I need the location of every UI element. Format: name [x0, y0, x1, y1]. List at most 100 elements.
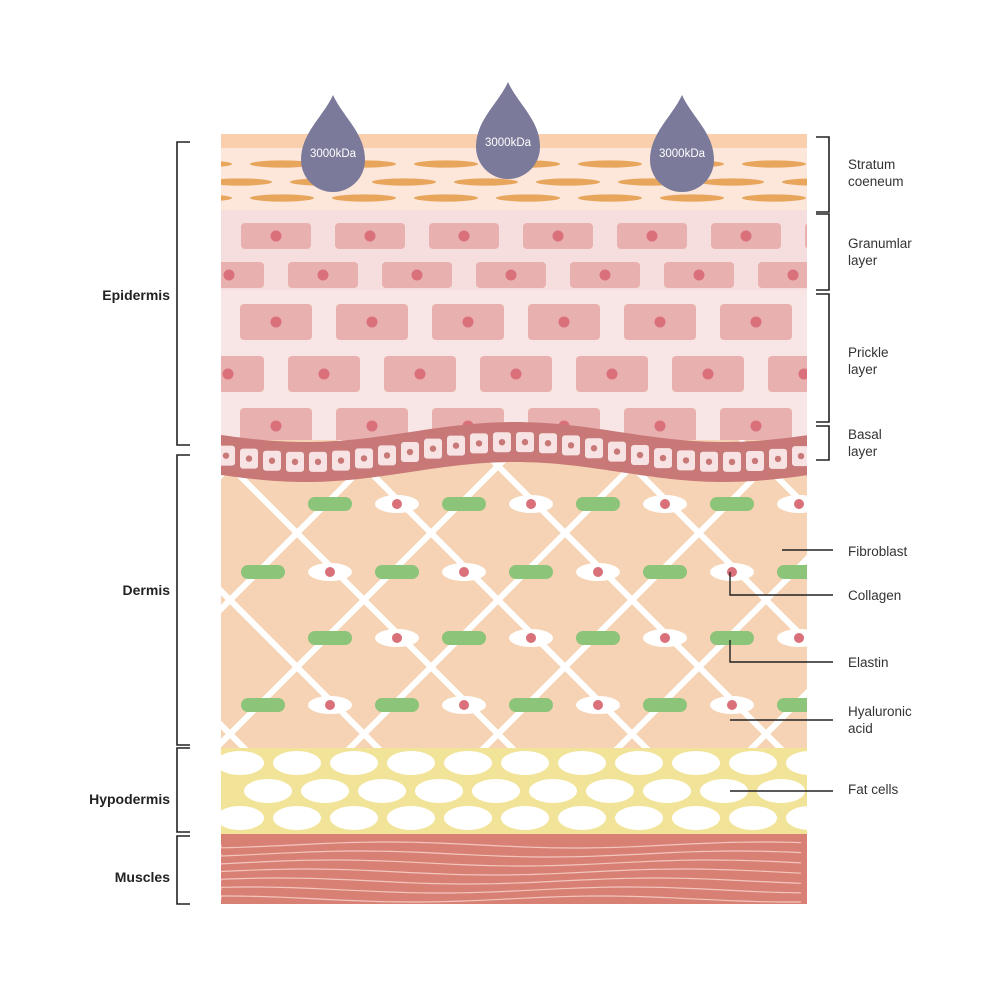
fat-cell: [330, 751, 378, 775]
collagen-fiber: [844, 497, 888, 511]
fat-cell: [615, 806, 663, 830]
fibroblast-cell: [911, 495, 955, 513]
muscle-fiber: [221, 895, 801, 903]
fat-cell: [643, 779, 691, 803]
basal-nucleus: [498, 438, 506, 446]
fibroblast-cell: [911, 629, 955, 647]
epidermis-bracket: [176, 141, 190, 446]
fibroblast-cell: [844, 563, 888, 581]
cell-nucleus: [366, 316, 378, 328]
fibroblast-nucleus: [593, 700, 603, 710]
collagen-fiber: [442, 497, 486, 511]
fat-cell: [729, 806, 777, 830]
keratin-cell: [536, 178, 600, 186]
collagen-fiber: [576, 631, 620, 645]
fibroblast-nucleus: [794, 633, 804, 643]
drop-label: 3000kDa: [659, 148, 706, 160]
cell-nucleus: [558, 316, 570, 328]
fiber-line: [0, 440, 122, 760]
cell-nucleus: [223, 269, 235, 281]
hyaluronic-label-line2: acid: [848, 721, 873, 736]
fat-cell: [786, 751, 807, 775]
drop-label: 3000kDa: [485, 137, 532, 149]
collagen-fiber: [911, 565, 955, 579]
fat-cell: [444, 751, 492, 775]
fat-cell: [330, 806, 378, 830]
basal-nucleus: [567, 442, 575, 449]
cell-nucleus: [364, 230, 376, 242]
muscle-layer: [221, 834, 807, 904]
fibroblast-nucleus: [392, 633, 402, 643]
fiber-line: [221, 720, 251, 750]
basal-nucleus: [751, 457, 759, 465]
fat-cell: [221, 751, 264, 775]
fat-cell: [444, 806, 492, 830]
basal-nucleus: [268, 457, 276, 464]
drop-label: 3000kDa: [310, 148, 357, 160]
fat-cell: [387, 751, 435, 775]
fibroblast-nucleus: [660, 633, 670, 643]
fat-cell: [672, 806, 720, 830]
keratin-cell: [454, 178, 518, 186]
cell-nucleus: [798, 368, 807, 380]
collagen-fiber: [844, 631, 888, 645]
cell-nucleus: [787, 269, 799, 281]
muscle-fiber: [221, 841, 802, 849]
fat-cell: [472, 779, 520, 803]
cell-nucleus: [599, 269, 611, 281]
cell-nucleus: [222, 368, 234, 380]
collagen-leader: [729, 572, 833, 596]
keratin-cell: [332, 194, 396, 202]
hypodermis-label: Hypodermis: [89, 791, 170, 807]
cell-nucleus: [702, 368, 714, 380]
fiber-line: [221, 440, 259, 480]
keratin-cell: [578, 160, 642, 168]
muscle-fiber: [221, 877, 802, 885]
collagen-fiber: [643, 698, 687, 712]
basal-nucleus: [429, 445, 437, 452]
molecule-drop: 3000kDa: [476, 82, 540, 179]
basal-nucleus: [360, 455, 368, 462]
granular-label-line1: Granumlar: [848, 236, 912, 251]
cell-nucleus: [750, 316, 762, 328]
muscles-label: Muscles: [114, 869, 170, 885]
cell-nucleus: [462, 316, 474, 328]
collagen-fiber: [241, 698, 285, 712]
fibroblast-nucleus: [861, 567, 871, 577]
basal-nucleus: [659, 454, 667, 462]
collagen-fiber: [710, 497, 754, 511]
fibroblast-nucleus: [928, 633, 938, 643]
cell-nucleus: [510, 368, 522, 380]
molecule-drop: 3000kDa: [650, 95, 714, 192]
fibroblast-nucleus: [325, 700, 335, 710]
collagen-label: Collagen: [848, 588, 902, 603]
collagen-fiber: [576, 497, 620, 511]
fat-cell: [221, 806, 264, 830]
basal-nucleus: [797, 452, 805, 460]
cell-nucleus: [693, 269, 705, 281]
prickle-bracket: [816, 293, 830, 423]
basal-label-line2: layer: [848, 444, 878, 459]
fat-cell: [558, 751, 606, 775]
keratin-cell: [578, 194, 642, 202]
prickle-label: Prickle layer: [848, 344, 968, 378]
right-brackets: [816, 136, 830, 461]
keratin-cell: [372, 178, 436, 186]
keratin-cell: [700, 178, 764, 186]
collagen-fiber: [509, 565, 553, 579]
keratin-cell: [221, 195, 232, 201]
left-brackets: [176, 141, 190, 905]
collagen-fiber: [643, 565, 687, 579]
cell-nucleus: [318, 368, 330, 380]
fibroblast-nucleus: [593, 567, 603, 577]
keratin-cell: [496, 194, 560, 202]
basal-nucleus: [705, 458, 713, 465]
granular-label-line2: layer: [848, 253, 878, 268]
collagen-fiber: [777, 698, 807, 712]
fibroblast-nucleus: [727, 700, 737, 710]
fiber-line: [737, 440, 807, 512]
fat-cell: [244, 779, 292, 803]
molecule-drop: 3000kDa: [301, 95, 365, 192]
hyaluronic-label: Hyaluronic acid: [848, 703, 968, 737]
basal-nucleus: [613, 448, 621, 455]
